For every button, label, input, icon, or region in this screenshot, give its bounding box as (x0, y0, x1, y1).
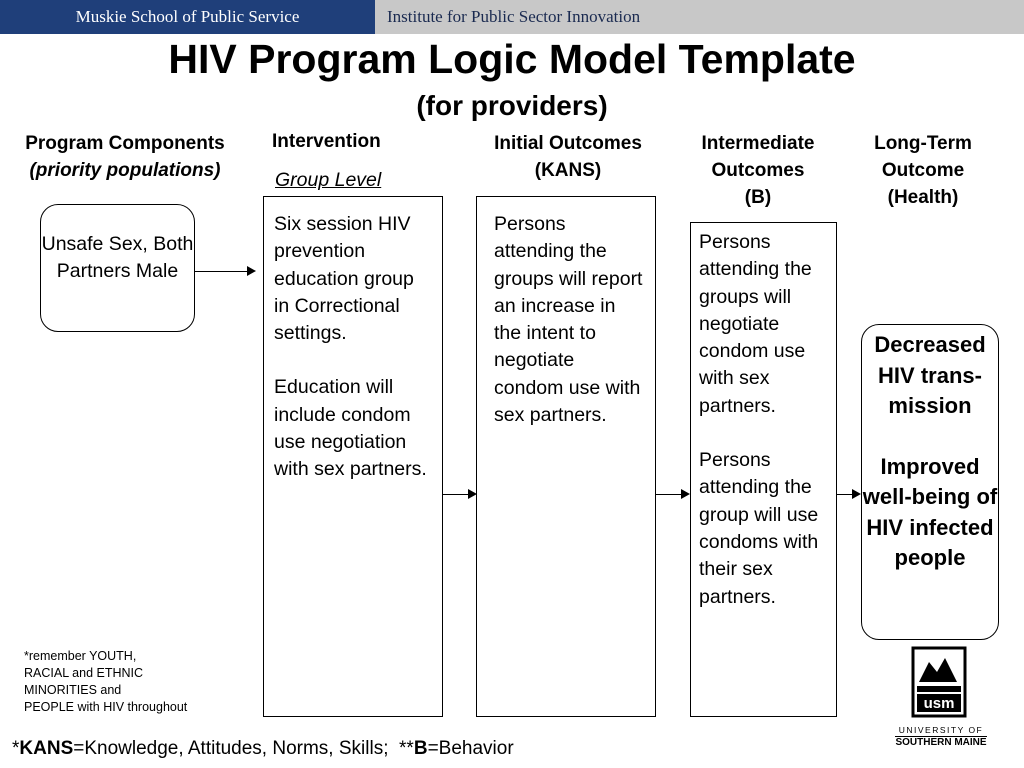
column-label-line: Intermediate (701, 133, 815, 154)
intervention-level-label: Group Level (275, 169, 382, 191)
page-title: HIV Program Logic Model Template (168, 36, 856, 82)
behavior-definition: =Behavior (427, 738, 514, 759)
paragraph-spacer (862, 422, 998, 452)
long-term-outcome-wellbeing: Improved well-being of HIV infected peop… (862, 453, 998, 571)
intermediate-outcomes-box: Persons attending the groups will negoti… (690, 222, 837, 717)
arrow-line (443, 494, 469, 495)
footer-definitions: *KANS=Knowledge, Attitudes, Norms, Skill… (12, 736, 514, 762)
arrow-head-icon (247, 266, 256, 276)
long-term-outcome-transmission: Decreased HIV trans- mission (874, 332, 986, 418)
program-component-box: Unsafe Sex, Both Partners Male (40, 204, 195, 332)
column-sublabel: (Health) (887, 187, 959, 208)
header-institute-name: Institute for Public Sector Innovation (375, 0, 1024, 34)
intermediate-outcome-negotiate: Persons attending the groups will negoti… (699, 231, 812, 417)
intermediate-outcome-use: Persons attending the group will use con… (699, 449, 819, 608)
column-label: Intervention (272, 131, 381, 152)
footer-asterisk: * (12, 738, 20, 759)
note-line: RACIAL and ETHNIC (24, 666, 144, 680)
page-subtitle: (for providers) (416, 90, 608, 121)
column-header-program-components: Program Components (priority populations… (0, 130, 250, 184)
arrow-line (837, 494, 853, 495)
usm-logo: usm UNIVERSITY OF SOUTHERN MAINE (895, 646, 987, 748)
column-sublabel: (B) (744, 187, 772, 208)
logo-abbr: usm (924, 695, 955, 712)
column-header-intervention: Intervention (262, 128, 410, 155)
column-sublabel: (priority populations) (29, 160, 221, 181)
logo-university-line: UNIVERSITY OF (898, 725, 984, 735)
column-header-intermediate-outcomes: Intermediate Outcomes (B) (680, 130, 836, 211)
arrow-head-icon (468, 489, 477, 499)
note-line: PEOPLE with HIV throughout (24, 700, 188, 714)
arrow-line (656, 494, 682, 495)
column-sublabel: (KANS) (534, 160, 602, 181)
arrow-line (195, 271, 247, 272)
initial-outcomes-box: Persons attending the groups will report… (476, 196, 656, 717)
intervention-education-detail: Education will include condom use negoti… (274, 376, 427, 481)
reminder-note: *remember YOUTH, RACIAL and ETHNIC MINOR… (24, 648, 244, 716)
long-term-outcome-box: Decreased HIV trans- mission Improved we… (861, 324, 999, 640)
arrow-head-icon (681, 489, 690, 499)
initial-outcome-text: Persons attending the groups will report… (494, 213, 643, 427)
intervention-box: Six session HIV prevention education gro… (263, 196, 443, 717)
arrow-head-icon (852, 489, 861, 499)
column-label-line: Long-Term (874, 133, 972, 154)
header-school-name: Muskie School of Public Service (0, 0, 375, 34)
column-label: Program Components (25, 133, 225, 154)
column-label-line: Outcomes (711, 160, 805, 181)
column-header-initial-outcomes: Initial Outcomes (KANS) (470, 130, 666, 184)
kans-definition: =Knowledge, Attitudes, Norms, Skills; ** (73, 738, 414, 759)
column-label: Initial Outcomes (494, 133, 642, 154)
note-line: *remember YOUTH, (24, 649, 137, 663)
usm-logo-mark-icon: usm (911, 646, 967, 718)
behavior-term: B (413, 738, 428, 759)
note-line: MINORITIES and (24, 683, 122, 697)
column-label-line: Outcome (881, 160, 965, 181)
paragraph-spacer (274, 347, 432, 374)
intervention-description: Six session HIV prevention education gro… (274, 213, 414, 345)
paragraph-spacer (699, 420, 830, 447)
logo-southern-maine-line: SOUTHERN MAINE (895, 736, 987, 748)
program-component-text: Unsafe Sex, Both Partners Male (41, 233, 194, 283)
column-header-long-term-outcome: Long-Term Outcome (Health) (850, 130, 996, 211)
kans-term: KANS (19, 738, 74, 759)
